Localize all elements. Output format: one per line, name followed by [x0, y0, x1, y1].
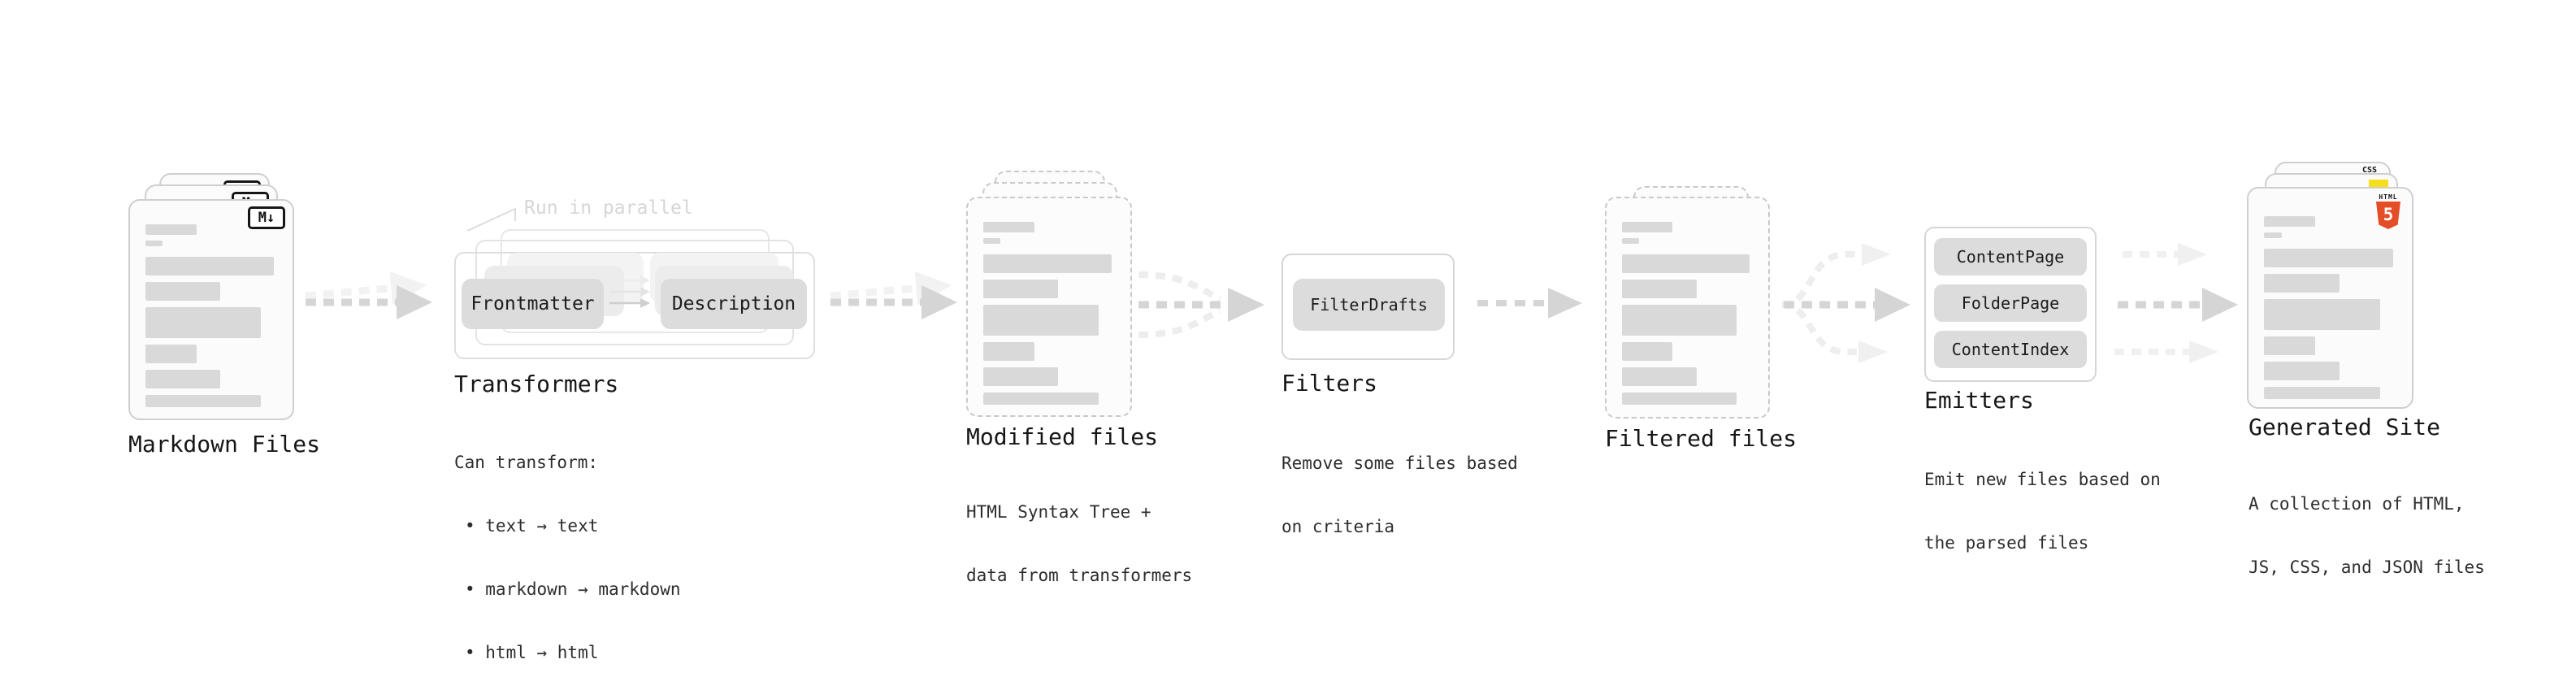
stage-title-modified-files: Modified files [966, 423, 1159, 450]
emitters-container [1924, 227, 2097, 382]
file-card-front [966, 197, 1132, 417]
stage-description-transformers: Can transform: • text → text • markdown … [454, 410, 681, 681]
desc-line: JS, CSS, and JSON files [2249, 557, 2485, 577]
emit-arrows-icon [2114, 243, 2238, 363]
desc-line: on criteria [1281, 517, 1395, 536]
desc-line: • html → html [465, 643, 599, 662]
stage-description-generated-site: A collection of HTML, JS, CSS, and JSON … [2249, 451, 2485, 620]
file-card-front [1605, 197, 1770, 419]
desc-line: the parsed files [1924, 533, 2089, 553]
emitter-pill-contentindex: ContentIndex [1934, 331, 2087, 368]
stage-title-generated-site: Generated Site [2249, 414, 2441, 440]
emitter-pill-contentpage: ContentPage [1934, 238, 2087, 275]
desc-line: data from transformers [966, 566, 1193, 585]
filter-pill-filterdrafts: FilterDrafts [1293, 279, 1445, 331]
split-arrow-icon [1781, 243, 1910, 363]
file-card-front: M↓ [128, 199, 294, 420]
flow-arrow-icon [1477, 288, 1582, 319]
filters-container [1281, 254, 1455, 360]
html5-icon: HTML 5 [2374, 193, 2402, 229]
stage-description-modified-files: HTML Syntax Tree + data from transformer… [966, 459, 1192, 628]
transformer-pill-description: Description [661, 279, 807, 329]
desc-line: • markdown → markdown [465, 579, 681, 599]
stage-title-markdown-files: Markdown Files [128, 431, 321, 458]
file-content-placeholder [1622, 222, 1755, 405]
desc-line: • text → text [465, 516, 599, 536]
transformer-pill-frontmatter: Frontmatter [462, 279, 604, 329]
stage-title-filtered-files: Filtered files [1605, 425, 1798, 452]
stage-title-transformers: Transformers [454, 371, 619, 397]
desc-line: Remove some files based [1281, 453, 1518, 473]
stage-title-filters: Filters [1281, 370, 1378, 397]
desc-line: A collection of HTML, [2249, 494, 2465, 514]
run-in-parallel-label: Run in parallel [524, 197, 693, 219]
file-content-placeholder [2264, 216, 2399, 399]
file-card-front: HTML 5 [2247, 187, 2413, 409]
transform-arrows-icon [609, 275, 650, 308]
markdown-icon: M↓ [248, 206, 285, 229]
desc-line: Can transform: [454, 453, 599, 472]
file-content-placeholder [983, 222, 1117, 405]
stage-description-emitters: Emit new files based on the parsed files [1924, 427, 2161, 596]
stage-description-filters: Remove some files based on criteria [1281, 410, 1518, 579]
file-content-placeholder [145, 224, 280, 407]
stage-title-emitters: Emitters [1924, 387, 2034, 414]
flow-arrow-icon [305, 271, 432, 319]
desc-line: HTML Syntax Tree + [966, 502, 1151, 522]
emitter-pill-folderpage: FolderPage [1934, 284, 2087, 322]
annotation-leader-line [466, 207, 516, 232]
merge-arrow-icon [1138, 271, 1264, 338]
desc-line: Emit new files based on [1924, 470, 2161, 489]
flow-arrow-icon [830, 271, 957, 319]
